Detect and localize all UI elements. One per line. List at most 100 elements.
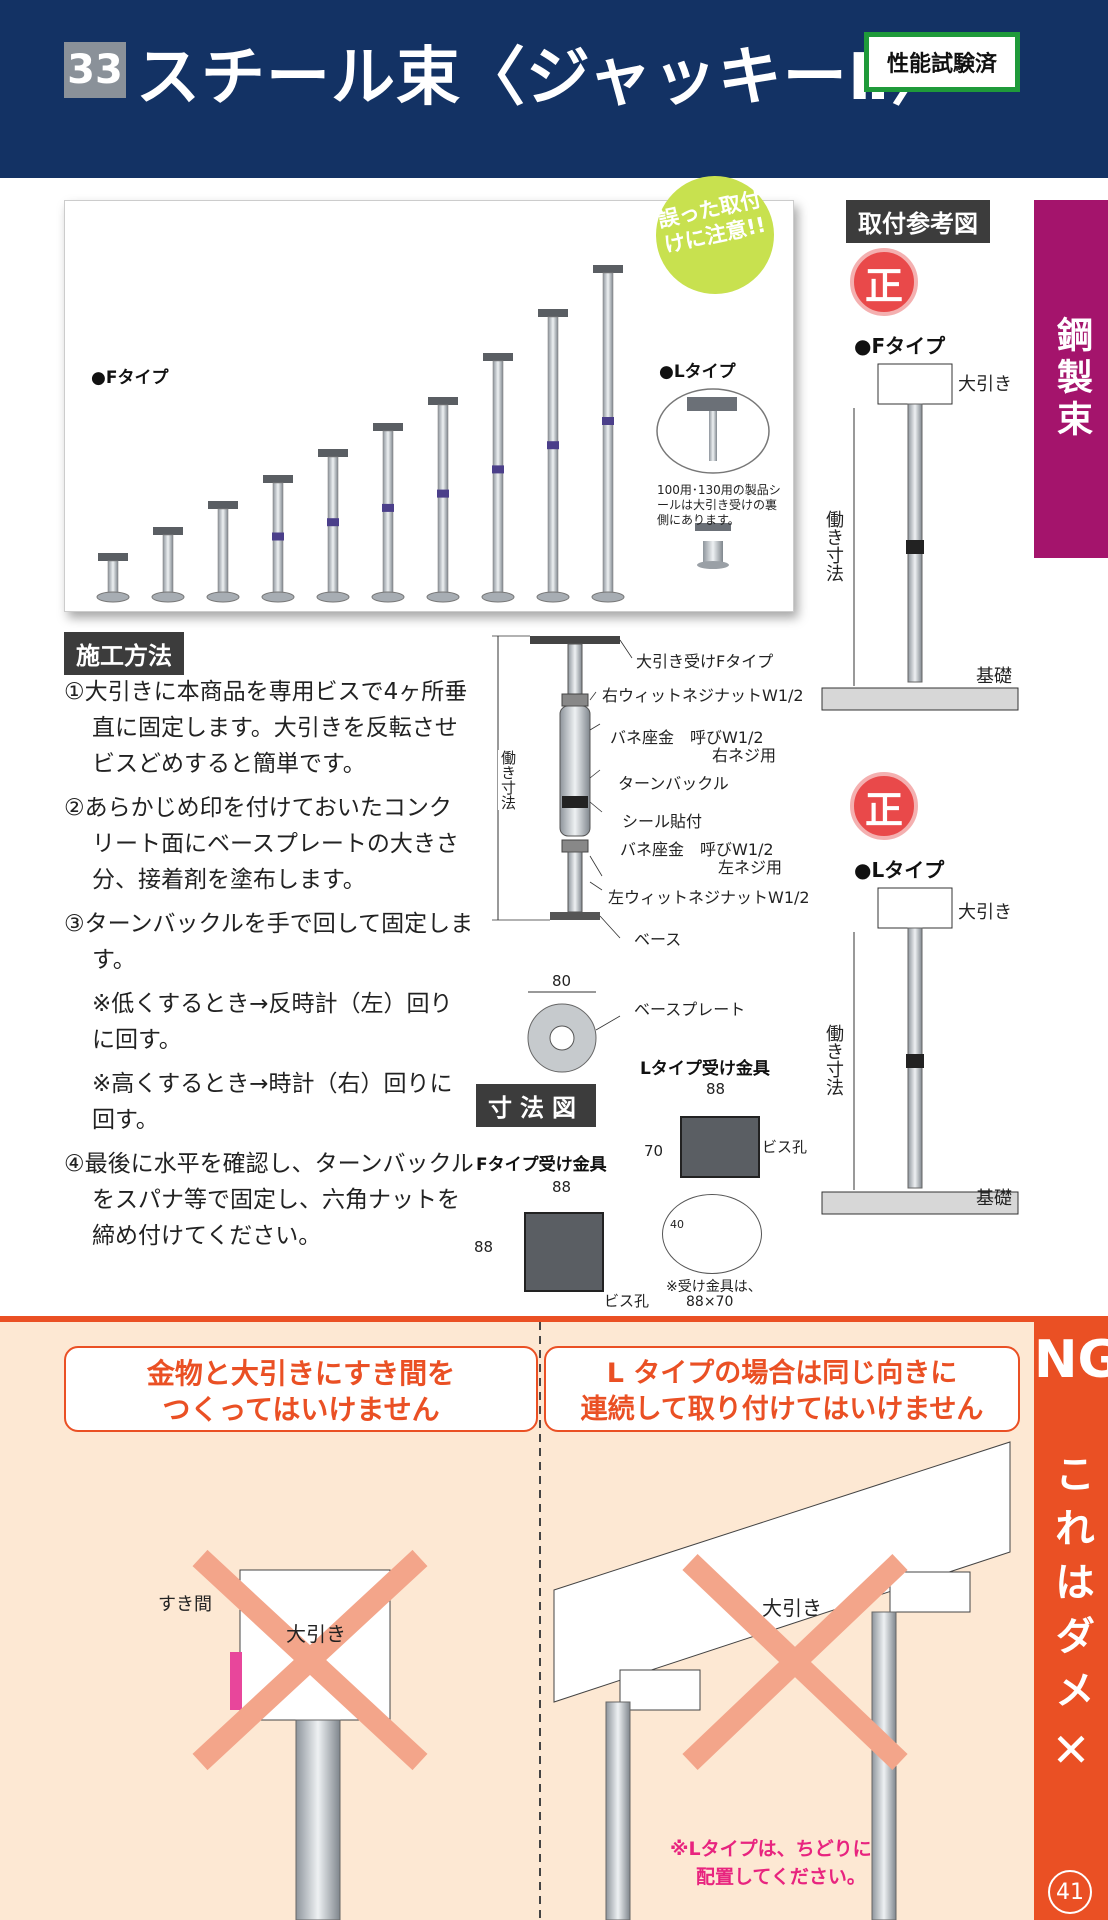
ng-vertical-text: これはダメ✕	[1034, 1422, 1108, 1822]
lineup-post-part	[107, 560, 119, 594]
section-number: 33	[64, 42, 126, 98]
lineup-post-part	[602, 272, 614, 594]
page-number: 41	[1048, 1870, 1092, 1914]
lineup-post-part	[547, 441, 559, 450]
ng-beam-right: 大引き	[762, 1596, 822, 1620]
correct-mark-l: 正	[850, 772, 918, 840]
ref-l-foundation: 基礎	[976, 1188, 1012, 1209]
lineup-post-part	[327, 518, 339, 527]
work-height-label: 働き寸法	[498, 750, 519, 810]
lineup-post-part	[371, 591, 405, 603]
ng-box-l-type: L タイプの場合は同じ向きに 連続して取り付けてはいけません	[544, 1346, 1020, 1432]
base-width-label: 80	[552, 972, 572, 990]
f-bracket-drawing: Fタイプ受け金具 88 88 ビス孔	[470, 1140, 650, 1310]
l-type-label: ●Lタイプ	[659, 362, 736, 382]
l-type-note: 100用･130用の製品シールは大引き受けの裏側にあります。	[657, 483, 781, 527]
lineup-post-part	[382, 503, 394, 512]
l-bracket-depth: 40	[670, 1218, 684, 1231]
ref-f-svg	[821, 363, 1019, 711]
ng-box-gap-line1: 金物と大引きにすき間を	[146, 1357, 456, 1390]
label-turnbuckle: ターンバックル	[618, 774, 729, 793]
correct-mark-f: 正	[850, 248, 918, 316]
f-type-label: ●Fタイプ	[91, 368, 169, 388]
lineup-post-part	[206, 591, 240, 603]
label-washer-2: バネ座金 呼びW1/2	[620, 840, 774, 859]
lineup-post-part	[481, 591, 515, 603]
lineup-post-part	[263, 475, 293, 483]
lineup-post-part	[602, 417, 614, 425]
lineup-post-part	[316, 591, 350, 603]
ref-l-work-height: 働き寸法	[820, 1024, 846, 1096]
ref-l-drawing: 大引き 働き寸法 基礎	[820, 884, 1030, 1234]
f-bracket-plate	[524, 1212, 604, 1292]
lineup-post-part	[492, 360, 504, 594]
f-bracket-width: 88	[552, 1178, 572, 1196]
reference-heading: 取付参考図	[846, 200, 990, 243]
ng-tab: NG これはダメ✕ 41	[1034, 1322, 1108, 1920]
gap-label: すき間	[158, 1594, 212, 1615]
step-note-lower: ※低くするとき→反時計（左）回りに回す。	[92, 991, 453, 1053]
l-bracket-title: Lタイプ受け金具	[640, 1059, 770, 1079]
ref-f-beam: 大引き	[958, 374, 1012, 395]
label-right-nut: 右ウィットネジナットW1/2	[602, 686, 804, 705]
ref-l-svg	[821, 887, 1019, 1215]
step-4: ④最後に水平を確認し、ターンバックルをスパナ等で固定し、六角ナットを締め付けてく…	[64, 1151, 474, 1249]
lineup-post-part	[428, 397, 458, 405]
lineup-post-part	[483, 353, 513, 361]
ref-f-type: ●Fタイプ	[854, 334, 946, 358]
label-washer-1: バネ座金 呼びW1/2	[610, 728, 764, 747]
lineup-post-part	[426, 591, 460, 603]
ref-l-beam: 大引き	[958, 902, 1012, 923]
ng-label: NG	[1034, 1330, 1108, 1390]
cross-icon: ✕	[1044, 1723, 1098, 1791]
page-title: スチール束〈ジャッキーⅡ〉	[136, 41, 956, 115]
label-right-screw: 右ネジ用	[712, 746, 777, 765]
method-heading: 施工方法	[64, 632, 184, 675]
f-bracket-hole: ビス孔	[604, 1292, 650, 1310]
lineup-post-part	[162, 534, 174, 594]
lineup-post-part	[151, 591, 185, 603]
ng-illustrations	[192, 1322, 1011, 1920]
f-bracket-title: Fタイプ受け金具	[476, 1155, 607, 1175]
ref-l-type: ●Lタイプ	[854, 858, 945, 882]
l-bracket-height: 70	[644, 1142, 664, 1160]
step-2: ②あらかじめ印を付けておいたコンクリート面にベースプレートの大きさ分、接着剤を塗…	[64, 795, 459, 893]
label-base: ベース	[634, 930, 682, 949]
lineup-post-part	[437, 489, 449, 498]
ng-box-l-line2: 連続して取り付けてはいけません	[580, 1394, 984, 1425]
lineup-post-part	[591, 591, 625, 603]
f-bracket-height: 88	[474, 1238, 494, 1256]
step-3: ③ターンバックルを手で回して固定します。	[64, 911, 474, 973]
ref-f-work-height: 働き寸法	[820, 510, 846, 582]
ng-vertical-label: これはダメ	[1048, 1453, 1094, 1723]
ng-beam-left: 大引き	[286, 1622, 346, 1646]
bracket-note-1: ※受け金具は、	[666, 1279, 762, 1295]
l-bracket-width: 88	[706, 1080, 726, 1098]
component-diagram: 大引き受けFタイプ 右ウィットネジナットW1/2 バネ座金 呼びW1/2 右ネジ…	[480, 620, 810, 1090]
method-steps: ①大引きに本商品を専用ビスで4ヶ所垂直に固定します。大引きを反転させビスどめする…	[64, 674, 474, 1262]
step-note-raise: ※高くするとき→時計（右）回りに回す。	[92, 1071, 453, 1133]
jack-drawing	[492, 635, 633, 1073]
label-left-nut: 左ウィットネジナットW1/2	[608, 888, 810, 907]
category-tab[interactable]: 鋼製束	[1034, 200, 1108, 558]
ng-note-2: 配置してください。	[696, 1866, 866, 1888]
l-bracket-detail	[662, 1194, 762, 1274]
label-f-receiver: 大引き受けFタイプ	[636, 652, 774, 671]
step-1: ①大引きに本商品を専用ビスで4ヶ所垂直に固定します。大引きを反転させビスどめする…	[64, 679, 468, 777]
lineup-post-part	[437, 404, 449, 594]
label-base-plate: ベースプレート	[634, 1000, 746, 1019]
lineup-post-part	[547, 316, 559, 594]
lineup-post-part	[217, 508, 229, 594]
ref-f-drawing: 大引き 働き寸法 基礎	[820, 360, 1030, 730]
tested-badge: 性能試験済	[864, 32, 1020, 92]
lineup-post-part	[536, 591, 570, 603]
bracket-note-2: 88×70	[686, 1294, 734, 1310]
lineup-post-part	[538, 309, 568, 317]
l-bracket-drawing: Lタイプ受け金具 88 70 ビス孔 40 ※受け金具は、 88×70	[640, 1046, 820, 1316]
lineup-post-part	[373, 423, 403, 431]
label-seal: シール貼付	[622, 812, 703, 831]
lineup-post-part	[318, 449, 348, 457]
lineup-post-part	[96, 591, 130, 603]
lineup-post-part	[261, 591, 295, 603]
lineup-post-part	[153, 527, 183, 535]
